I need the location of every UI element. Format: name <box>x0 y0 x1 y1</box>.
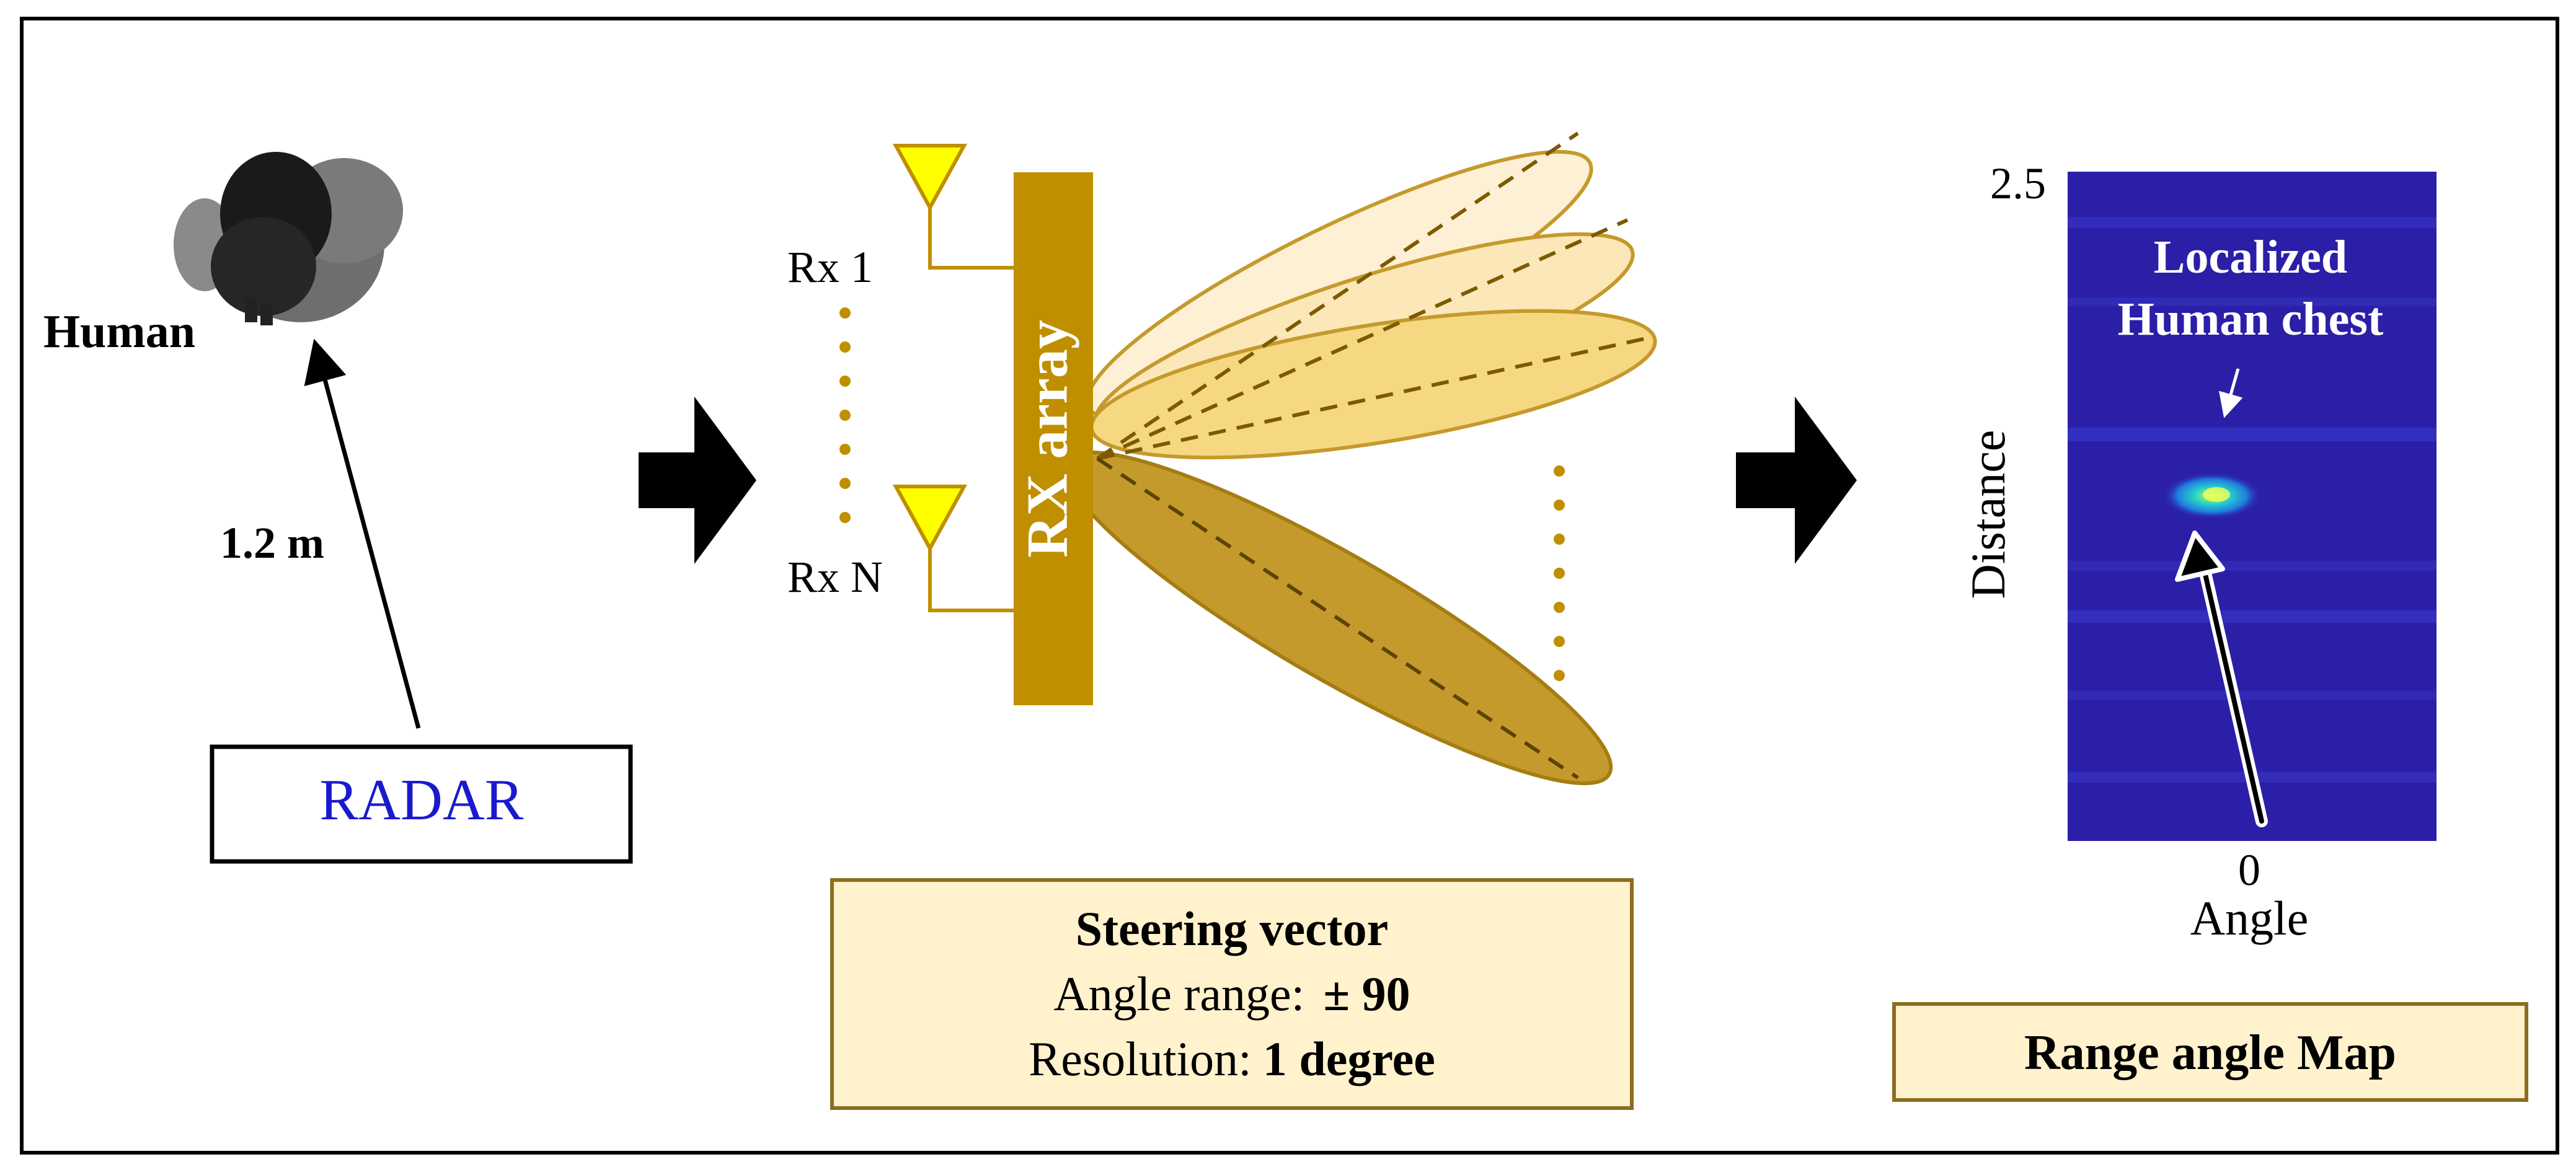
resolution-value: 1 degree <box>1263 1032 1435 1086</box>
antenna-rxn-icon <box>892 485 1017 612</box>
steering-vector-box <box>830 878 1634 1110</box>
chest-arrow <box>2200 558 2264 824</box>
resolution-label: Resolution: <box>1029 1032 1252 1086</box>
radar-box <box>210 744 633 864</box>
rx-first-label: Rx 1 <box>787 242 873 292</box>
distance-arrow <box>304 338 421 729</box>
rx-last-label: Rx N <box>787 552 883 602</box>
range-map-caption-box <box>1892 1002 2528 1102</box>
antenna-continuation-dots <box>839 307 851 523</box>
map-x-tick: 0 <box>2238 845 2260 895</box>
map-annotation-line2: Human chest <box>2118 293 2384 345</box>
chest-arrow-head <box>2175 530 2225 582</box>
beam-continuation-dots <box>1554 465 1565 681</box>
map-y-tick: 2.5 <box>1990 159 2046 208</box>
flow-arrow-2 <box>1736 397 1857 564</box>
angle-range-value: ± 90 <box>1323 967 1410 1021</box>
range-map-caption: Range angle Map <box>2024 1026 2396 1080</box>
angle-range-label: Angle range: <box>1053 967 1304 1021</box>
rx-array-label: RX array <box>1016 320 1080 558</box>
flow-arrow-1 <box>639 397 756 564</box>
range-angle-map <box>2068 172 2437 841</box>
map-annotation-line1: Localized <box>2154 231 2347 283</box>
annotation-pointer <box>2219 368 2243 418</box>
human-label: Human <box>43 306 195 358</box>
radar-label: RADAR <box>319 768 523 832</box>
rx-array-bar <box>1014 172 1093 705</box>
steering-resolution-line: Resolution:1 degree <box>1029 1032 1435 1086</box>
steering-title: Steering vector <box>1076 902 1389 956</box>
map-x-label: Angle <box>2190 891 2309 945</box>
antenna-rx1-icon <box>892 144 1017 270</box>
map-y-label: Distance <box>1961 430 2015 599</box>
human-figure-icon <box>174 152 403 325</box>
distance-label: 1.2 m <box>220 518 324 568</box>
steering-angle-line: Angle range: ± 90 <box>1053 967 1410 1021</box>
